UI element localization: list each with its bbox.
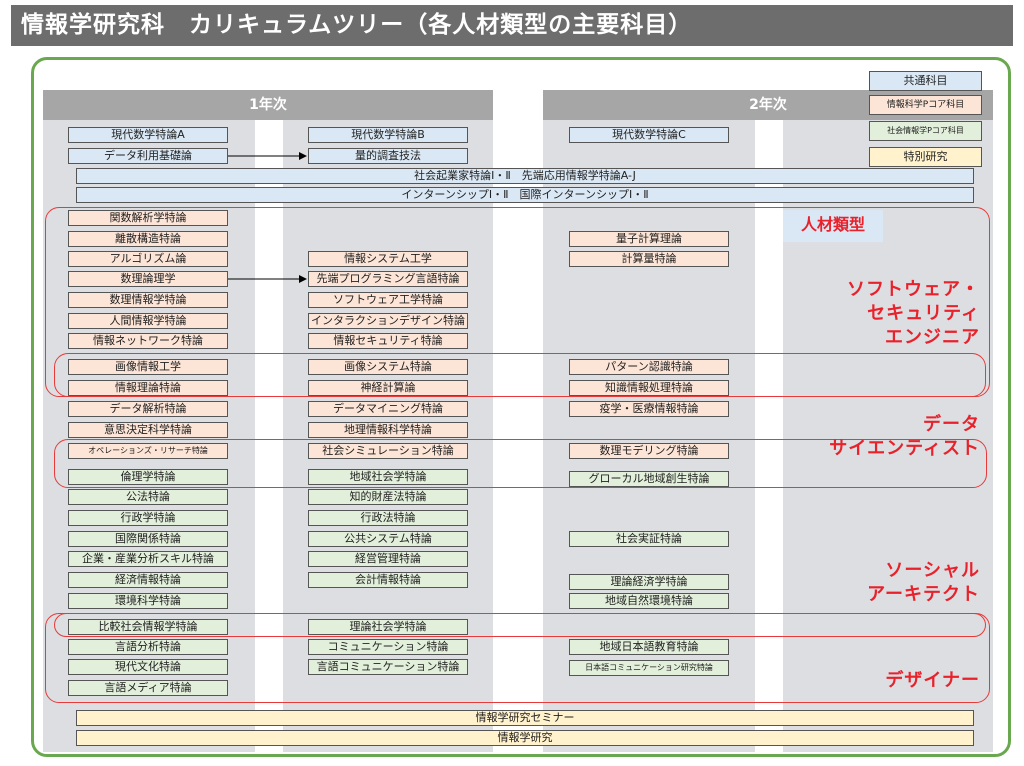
course-box: データマイニング特論	[308, 401, 468, 417]
course-box: 関数解析学特論	[68, 210, 228, 226]
course-box: 行政法特論	[308, 510, 468, 526]
course-box: 国際関係特論	[68, 531, 228, 547]
course-box: 公共システム特論	[308, 531, 468, 547]
spanning-course-row: 社会起業家特論Ⅰ・Ⅱ 先端応用情報学特論A-J	[76, 168, 974, 184]
course-box: 現代文化特論	[68, 659, 228, 675]
course-box: 現代数学特論B	[308, 127, 468, 143]
course-box: 地理情報科学特論	[308, 422, 468, 438]
legend-common: 共通科目	[869, 71, 982, 91]
course-box: 会計情報特論	[308, 572, 468, 588]
group-social-designer-overlap	[54, 613, 986, 637]
research-row: 情報学研究	[76, 730, 974, 746]
group-data-scientist-lower	[54, 439, 987, 488]
course-box: 量的調査技法	[308, 148, 468, 164]
course-box: 地域自然環境特論	[569, 593, 729, 609]
course-box: 数理情報学特論	[68, 292, 228, 308]
course-box: 疫学・医療情報特論	[569, 401, 729, 417]
course-box: インタラクションデザイン特論	[308, 313, 468, 329]
legend-info-science-core: 情報科学Pコア科目	[869, 95, 982, 115]
course-box: 神経計算論	[308, 380, 468, 396]
course-box: ソフトウェア工学特論	[308, 292, 468, 308]
year1-header: 1年次	[43, 90, 493, 120]
course-box: 情報システム工学	[308, 251, 468, 267]
course-box: 経済情報特論	[68, 572, 228, 588]
course-box: 情報セキュリティ特論	[308, 333, 468, 349]
type-label-social-architect: ソーシャル アーキテクト	[867, 560, 980, 605]
type-label-designer: デザイナー	[885, 670, 980, 691]
course-box: 理論社会学特論	[308, 619, 468, 635]
course-box: パターン認識特論	[569, 359, 729, 375]
page-title: 情報学研究科 カリキュラムツリー（各人材類型の主要科目）	[11, 5, 1013, 46]
course-box: 情報ネットワーク特論	[68, 333, 228, 349]
course-box: グローカル地域創生特論	[569, 471, 729, 487]
course-box: 数理モデリング特論	[569, 443, 729, 459]
course-box: 離散構造特論	[68, 231, 228, 247]
course-box: 情報理論特論	[68, 380, 228, 396]
course-box: 量子計算理論	[569, 231, 729, 247]
course-box: 人間情報学特論	[68, 313, 228, 329]
course-box: アルゴリズム論	[68, 251, 228, 267]
legend-social-info-core: 社会情報学Pコア科目	[869, 121, 982, 141]
type-label-data-scientist: データ サイエンティスト	[829, 414, 980, 459]
course-box: 公法特論	[68, 489, 228, 505]
course-box: 計算量特論	[569, 251, 729, 267]
course-box: 画像システム特論	[308, 359, 468, 375]
course-box: コミュニケーション特論	[308, 639, 468, 655]
course-box: 言語メディア特論	[68, 680, 228, 696]
course-box: 日本語コミュニケーション研究特論	[569, 660, 729, 676]
course-box: 企業・産業分析スキル特論	[68, 551, 228, 567]
course-box: 社会シミュレーション特論	[308, 443, 468, 459]
group-data-scientist	[54, 353, 986, 397]
course-box: 言語分析特論	[68, 639, 228, 655]
course-box: 行政学特論	[68, 510, 228, 526]
course-box: 社会実証特論	[569, 531, 729, 547]
curriculum-frame	[31, 57, 1011, 757]
course-box: 環境科学特論	[68, 593, 228, 609]
course-box: 経営管理特論	[308, 551, 468, 567]
course-box: 言語コミュニケーション特論	[308, 659, 468, 675]
spanning-course-row: インターンシップⅠ・Ⅱ 国際インターンシップⅠ・Ⅱ	[76, 187, 974, 203]
course-box: 地域日本語教育特論	[569, 639, 729, 655]
course-box: 先端プログラミング言語特論	[308, 271, 468, 287]
course-box: 知識情報処理特論	[569, 380, 729, 396]
type-label-software-engineer: ソフトウェア・ セキュリティ エンジニア	[847, 279, 980, 348]
course-box: 現代数学特論C	[569, 127, 729, 143]
seminar-row: 情報学研究セミナー	[76, 710, 974, 726]
jinzai-label: 人材類型	[783, 210, 883, 242]
course-box: 意思決定科学特論	[68, 422, 228, 438]
legend-special-research: 特別研究	[869, 147, 982, 167]
course-box: 知的財産法特論	[308, 489, 468, 505]
course-box: オペレーションズ・リサーチ特論	[68, 443, 228, 459]
course-box: データ解析特論	[68, 401, 228, 417]
course-box: 数理論理学	[68, 271, 228, 287]
course-box: 理論経済学特論	[569, 574, 729, 590]
course-box: 地域社会学特論	[308, 469, 468, 485]
course-box: データ利用基礎論	[68, 148, 228, 164]
course-box: 画像情報工学	[68, 359, 228, 375]
course-box: 現代数学特論A	[68, 127, 228, 143]
course-box: 比較社会情報学特論	[68, 619, 228, 635]
course-box: 倫理学特論	[68, 469, 228, 485]
